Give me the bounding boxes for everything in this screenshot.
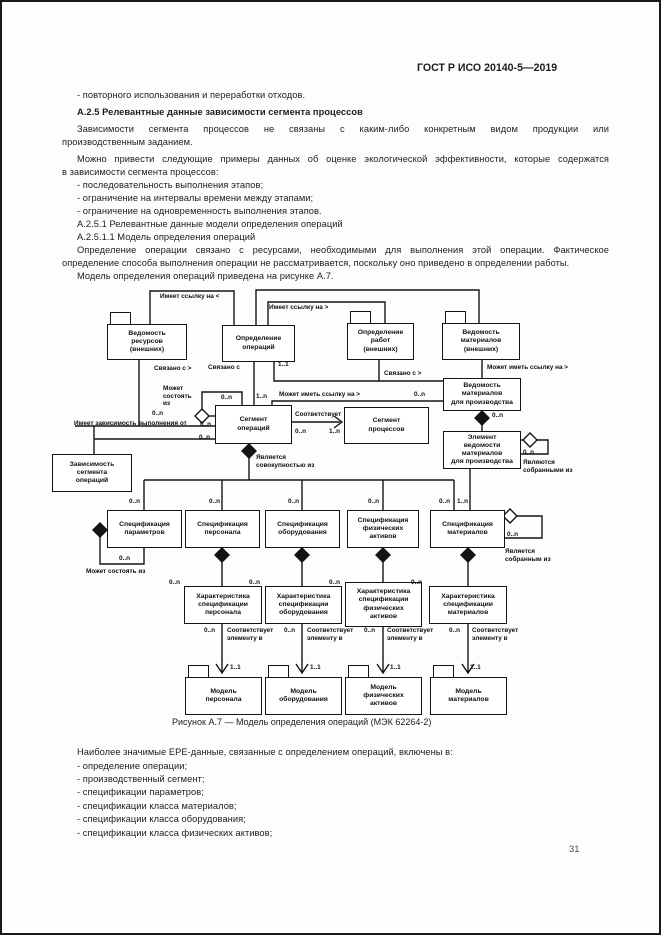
diagram-box-vedomost-resursov: Ведомость ресурсов (внешних) <box>107 312 187 360</box>
multiplicity-label: 1..1 <box>310 664 321 671</box>
multiplicity-label: 0..n <box>414 391 426 398</box>
multiplicity-label: 0..n <box>249 579 261 586</box>
edge-label: Имеет зависимость выполнения от <box>74 420 187 427</box>
edge-label: Соответствует элементу в <box>307 627 354 642</box>
multiplicity-label: 0..n <box>129 498 141 505</box>
diagram-box-segment-processov: Сегмент процессов <box>344 407 429 444</box>
edge-label: Соответствует элементу в <box>472 627 519 642</box>
multiplicity-label: 0..n <box>119 555 131 562</box>
diagram-box-vedomost-materialov-proizvodstva: Ведомость материалов для производства <box>443 378 521 411</box>
multiplicity-label: 0..n <box>295 428 307 435</box>
multiplicity-label: 1..1 <box>278 361 289 368</box>
edge-label: Соответствует <box>295 411 342 418</box>
text-line: Модель определения операций приведена на… <box>77 271 334 281</box>
multiplicity-label: 1..1 <box>230 664 241 671</box>
multiplicity-label: 0..n <box>152 410 164 417</box>
text-line: - спецификации класса физических активов… <box>77 828 273 838</box>
edge-label: Может состоять из <box>163 385 192 408</box>
text-line: в зависимости сегмента процессов: <box>62 167 219 177</box>
edge-label: Связано с <box>208 364 240 371</box>
multiplicity-label: 0..n <box>439 498 451 505</box>
multiplicity-label: 1..n <box>256 393 268 400</box>
diagram-box-opredelenie-operaciy: Определение операций <box>222 325 295 362</box>
multiplicity-label: 0..n <box>507 531 519 538</box>
text-line: Определение операции связано с ресурсами… <box>77 245 609 255</box>
edge-label: Связано с > <box>154 365 192 372</box>
diagram-box-opredelenie-rabot: Определение работ (внешних) <box>347 311 414 360</box>
multiplicity-label: 0..n <box>288 498 300 505</box>
multiplicity-label: 0..n <box>368 498 380 505</box>
diagram-box-model-fiz-aktivov: Модель физических активов <box>345 665 422 715</box>
text-line: определение способа выполнения операции … <box>62 258 570 268</box>
multiplicity-label: 0..n <box>492 412 504 419</box>
diagram-box-spec-oborudovaniya: Спецификация оборудования <box>265 510 340 548</box>
diagram-box-spec-materialov: Спецификация материалов <box>430 510 505 548</box>
multiplicity-label: 0..n <box>169 579 181 586</box>
text-line: - производственный сегмент; <box>77 774 205 784</box>
section-heading: А.2.5 Релевантные данные зависимости сег… <box>77 107 363 117</box>
diagram-box-zavisimost-segmenta: Зависимость сегмента операций <box>52 454 132 492</box>
edge-label: Может состоять из <box>86 568 146 575</box>
diagram-box-spec-personala: Спецификация персонала <box>185 510 260 548</box>
edge-label: Является совокупностью из <box>256 454 315 469</box>
diagram-box-model-materialov: Модель материалов <box>430 665 507 715</box>
multiplicity-label: 0..n <box>221 394 233 401</box>
diagram-box-model-personala: Модель персонала <box>185 665 262 715</box>
edge-label: Соответствует элементу в <box>227 627 274 642</box>
diagram-box-segment-operaciy: Сегмент операций <box>215 405 292 444</box>
edge-label: Может иметь ссылку на > <box>279 391 360 398</box>
edge-label: Являются собранными из <box>523 459 573 474</box>
diagram-box-har-spec-materialov: Характеристика спецификации материалов <box>429 586 507 624</box>
edge-label: Имеет ссылку на < <box>160 293 220 300</box>
page-number: 31 <box>569 844 580 855</box>
diagram-box-har-spec-fiz-aktivov: Характеристика спецификации физических а… <box>345 582 422 627</box>
text-line: - определение операции; <box>77 761 188 771</box>
multiplicity-label: 0..n <box>199 434 211 441</box>
diagram-box-spec-parametrov: Спецификация параметров <box>107 510 182 548</box>
diagram-box-har-spec-oborudovaniya: Характеристика спецификации оборудования <box>265 586 342 624</box>
text-line: производственным заданием. <box>62 137 193 147</box>
diagram-box-vedomost-materialov: Ведомость материалов (внешних) <box>442 311 520 360</box>
edge-label: Связано с > <box>384 370 422 377</box>
multiplicity-label: 1..n <box>457 498 469 505</box>
multiplicity-label: 0..n <box>364 627 376 634</box>
edge-label: Имеет ссылку на > <box>269 304 329 311</box>
multiplicity-label: 0..n <box>284 627 296 634</box>
edge-label: Соответствует элементу в <box>387 627 434 642</box>
text-line: А.2.5.1 Релевантные данные модели опреде… <box>77 219 343 229</box>
text-line: - спецификации класса оборудования; <box>77 814 246 824</box>
edge-label: Может иметь ссылку на > <box>487 364 568 371</box>
text-line: - ограничение на интервалы времени между… <box>77 193 314 203</box>
multiplicity-label: 0..n <box>209 498 221 505</box>
multiplicity-label: 0..n <box>329 579 341 586</box>
diagram-box-spec-fiz-aktivov: Спецификация физических активов <box>347 510 419 548</box>
diagram-box-model-oborudovaniya: Модель оборудования <box>265 665 342 715</box>
text-line: Наиболее значимые ЕРЕ-данные, связанные … <box>77 747 453 757</box>
multiplicity-label: 0..n <box>449 627 461 634</box>
text-line: Можно привести следующие примеры данных … <box>77 154 609 164</box>
text-line: Зависимости сегмента процессов не связан… <box>77 124 609 134</box>
text-line: - последовательность выполнения этапов; <box>77 180 264 190</box>
multiplicity-label: 1..n <box>329 428 341 435</box>
edge-label: Является собранным из <box>505 548 551 563</box>
multiplicity-label: 1..1 <box>470 664 481 671</box>
header-standard-code: ГОСТ Р ИСО 20140-5—2019 <box>417 62 558 74</box>
multiplicity-label: 0..n <box>523 449 535 456</box>
figure-caption: Рисунок А.7 — Модель определения операци… <box>172 717 432 727</box>
diagram-box-element-vedomosti: Элемент ведомости материалов для произво… <box>443 431 521 469</box>
text-line: - ограничение на одновременность выполне… <box>77 206 322 216</box>
multiplicity-label: 0..n <box>411 579 423 586</box>
text-line: - спецификации класса материалов; <box>77 801 237 811</box>
text-line: - спецификации параметров; <box>77 787 204 797</box>
multiplicity-label: 0..n <box>204 627 216 634</box>
text-line: А.2.5.1.1 Модель определения операций <box>77 232 256 242</box>
diagram-box-har-spec-personala: Характеристика спецификации персонала <box>184 586 262 624</box>
text-line: - повторного использования и переработки… <box>77 90 306 100</box>
multiplicity-label: 0..n <box>200 421 212 428</box>
multiplicity-label: 1..1 <box>390 664 401 671</box>
